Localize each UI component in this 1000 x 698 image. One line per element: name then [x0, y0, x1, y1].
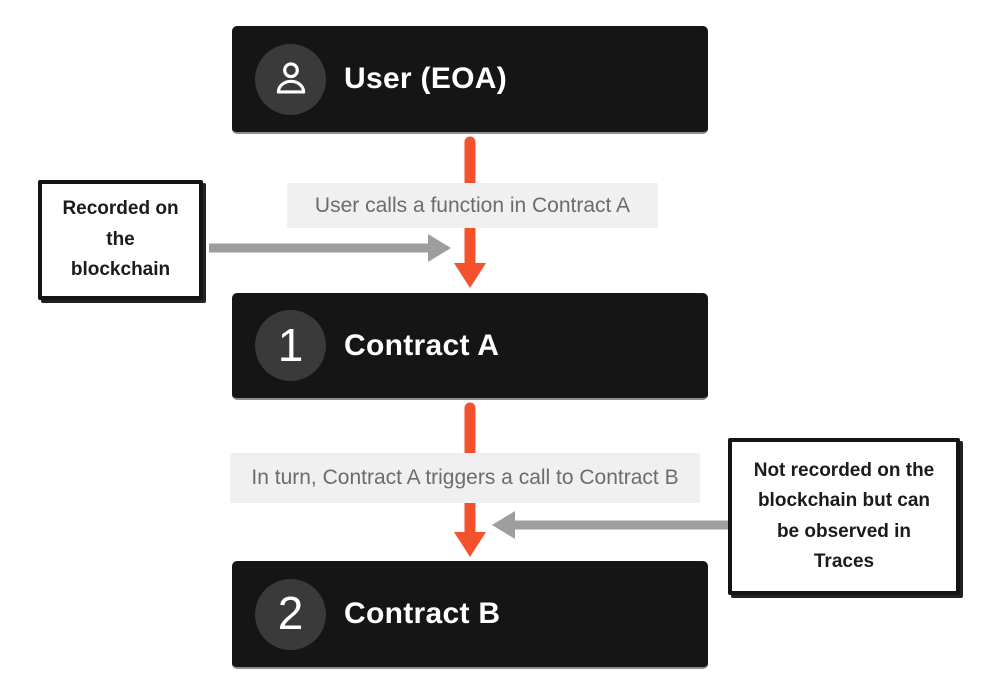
edge-label-user-calls-contract-a: User calls a function in Contract A [287, 183, 658, 228]
note-recorded-on-blockchain: Recorded on the blockchain [38, 180, 203, 300]
contract-b-number-badge: 2 [255, 578, 326, 650]
user-icon [276, 62, 305, 94]
node-title-contract-a: Contract A [344, 328, 500, 362]
edge-label-contract-a-triggers-contract-b: In turn, Contract A triggers a call to C… [230, 453, 700, 503]
node-contract-b: 2 Contract B [232, 561, 708, 669]
recorded-note-arrow [209, 234, 451, 262]
user-avatar-badge [255, 43, 326, 115]
node-user-eoa: User (EOA) [232, 26, 708, 134]
traces-note-arrow [492, 511, 731, 539]
note-not-recorded-observed-in-traces: Not recorded on the blockchain but can b… [728, 438, 960, 595]
node-contract-a: 1 Contract A [232, 293, 708, 400]
contract-a-number-badge: 1 [255, 310, 326, 381]
node-title-user: User (EOA) [344, 62, 508, 95]
badge-number-1: 1 [277, 318, 304, 371]
node-title-contract-b: Contract B [344, 597, 501, 630]
badge-number-2: 2 [277, 587, 304, 639]
